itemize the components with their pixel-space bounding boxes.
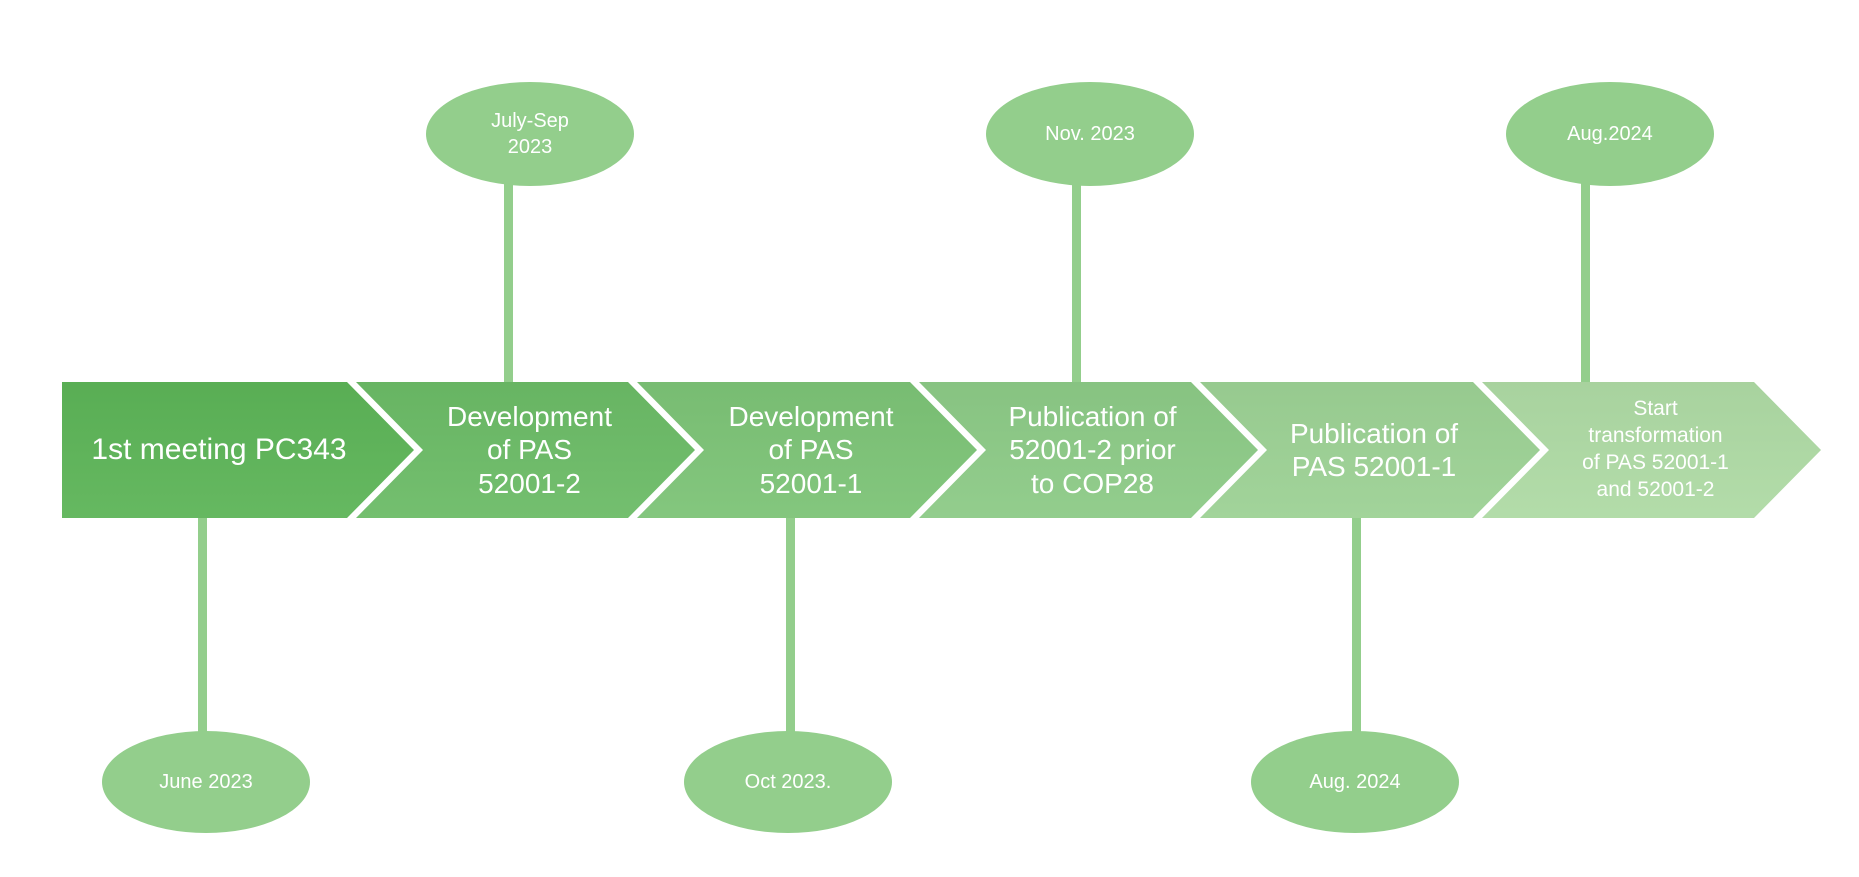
segment-label: Publication of 52001-2 prior to COP28 <box>1008 401 1177 499</box>
milestone-label: Aug.2024 <box>1567 123 1653 145</box>
milestone-bubble-nov-2023: Nov. 2023 <box>986 82 1194 186</box>
milestone-label: Oct 2023. <box>744 771 832 793</box>
milestone-bubble-oct-2023: Oct 2023. <box>684 731 892 833</box>
connector-line-bottom-3 <box>1352 517 1361 745</box>
connector-line-top-3 <box>1581 170 1590 383</box>
timeline-segment-1st-meeting-pc343: 1st meeting PC343 <box>62 382 414 518</box>
connector-line-top-2 <box>1072 170 1081 383</box>
connector-line-bottom-2 <box>786 517 795 745</box>
milestone-label: July-Sep 2023 <box>491 110 569 158</box>
timeline-segment-start-transformation: Start transformation of PAS 52001-1 and … <box>1482 382 1821 518</box>
milestone-bubble-june-2023: June 2023 <box>102 731 310 833</box>
milestone-bubble-aug-2024-top: Aug.2024 <box>1506 82 1714 186</box>
milestone-label: Nov. 2023 <box>1045 123 1135 145</box>
segment-label: Publication of PAS 52001-1 <box>1289 417 1459 482</box>
segment-label: Development of PAS 52001-2 <box>447 401 612 499</box>
segment-label: Start transformation of PAS 52001-1 and … <box>1582 397 1729 501</box>
segment-label: Development of PAS 52001-1 <box>728 401 894 499</box>
timeline-segment-publication-52001-2-cop28: Publication of 52001-2 prior to COP28 <box>919 382 1258 518</box>
connector-line-top-1 <box>504 170 513 383</box>
milestone-bubble-july-sep-2023: July-Sep 2023 <box>426 82 634 186</box>
connector-line-bottom-1 <box>198 517 207 745</box>
segment-label: 1st meeting PC343 <box>91 433 347 467</box>
milestone-bubble-aug-2024-bottom: Aug. 2024 <box>1251 731 1459 833</box>
milestone-label: Aug. 2024 <box>1309 771 1401 793</box>
timeline-segment-development-pas-52001-2: Development of PAS 52001-2 <box>356 382 695 518</box>
milestone-label: June 2023 <box>159 771 253 793</box>
